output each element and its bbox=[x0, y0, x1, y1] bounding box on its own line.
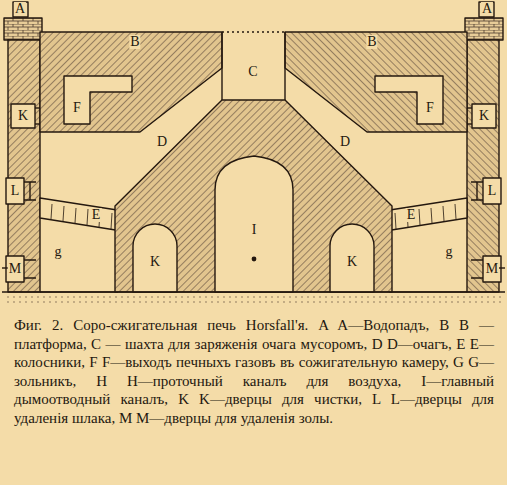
part-letter: D bbox=[156, 135, 168, 149]
part-letter: g bbox=[54, 245, 63, 259]
part-letter: L bbox=[487, 184, 498, 198]
part-letter: E bbox=[406, 208, 417, 222]
part-letter: C bbox=[247, 65, 258, 79]
part-letter: K bbox=[478, 109, 490, 123]
part-letter: g bbox=[445, 245, 454, 259]
figure-caption: Фиг. 2. Соро-сжигательная печь Horsfall'… bbox=[14, 316, 494, 427]
part-letter: F bbox=[425, 101, 435, 115]
furnace-section bbox=[0, 0, 507, 310]
part-letter: I bbox=[251, 223, 258, 237]
part-letter: K bbox=[149, 255, 161, 269]
part-letter: K bbox=[346, 255, 358, 269]
part-letter: M bbox=[8, 262, 22, 276]
part-letter: A bbox=[14, 2, 26, 16]
part-letter: K bbox=[17, 109, 29, 123]
part-letter: B bbox=[366, 35, 377, 49]
part-letter: M bbox=[485, 262, 499, 276]
part-letter: B bbox=[129, 35, 140, 49]
part-letter: L bbox=[10, 184, 21, 198]
part-letter: F bbox=[72, 101, 82, 115]
part-letter: D bbox=[339, 135, 351, 149]
part-letter: A bbox=[481, 2, 493, 16]
part-letter: E bbox=[91, 208, 102, 222]
